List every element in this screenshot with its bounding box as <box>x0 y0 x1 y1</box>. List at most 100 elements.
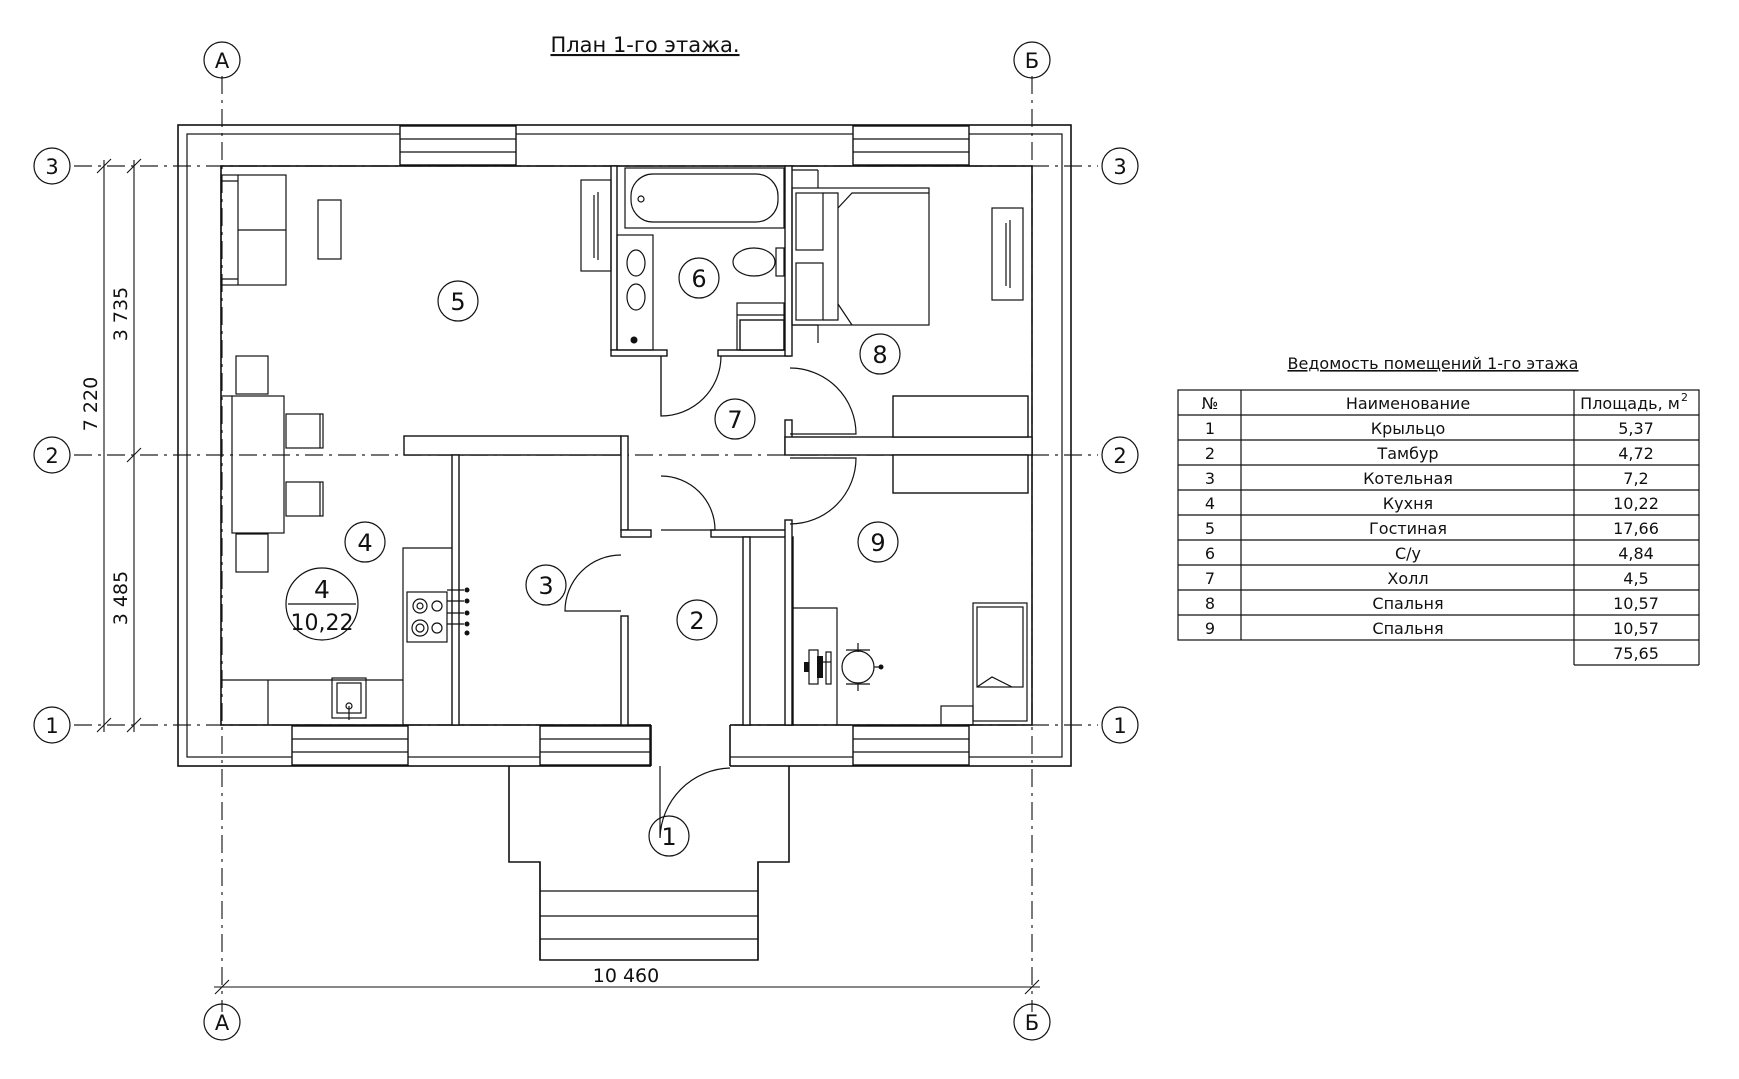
room-label-2: 2 <box>676 599 718 641</box>
dimension-lines <box>96 158 1040 995</box>
svg-text:2: 2 <box>1113 444 1126 468</box>
axis-bubble-1-right: 1 <box>1101 706 1139 744</box>
svg-text:Тамбур: Тамбур <box>1376 444 1438 463</box>
tv-unit-living-icon <box>580 179 612 272</box>
svg-text:3: 3 <box>45 155 58 179</box>
svg-text:4: 4 <box>1205 494 1215 513</box>
svg-text:6: 6 <box>1205 544 1215 563</box>
coffee-table-icon <box>317 199 342 260</box>
svg-text:7,2: 7,2 <box>1623 469 1648 488</box>
schedule-header-num: № <box>1202 394 1219 413</box>
svg-text:9: 9 <box>1205 619 1215 638</box>
svg-text:Кухня: Кухня <box>1383 494 1433 513</box>
svg-text:1: 1 <box>1205 419 1215 438</box>
office-chair-icon <box>841 643 884 691</box>
svg-text:4: 4 <box>357 529 372 557</box>
svg-text:10,57: 10,57 <box>1613 619 1659 638</box>
axis-bubble-1-left: 1 <box>33 706 71 744</box>
room-label-3: 3 <box>525 564 567 606</box>
svg-text:8: 8 <box>872 341 887 369</box>
svg-text:С/у: С/у <box>1395 544 1421 563</box>
svg-text:1: 1 <box>661 823 676 851</box>
schedule-table: № Наименование Площадь, м 2 1 Крыльцо 5,… <box>1177 389 1700 666</box>
room-label-8: 8 <box>859 333 901 375</box>
schedule-header-area: Площадь, м <box>1580 394 1680 413</box>
room-label-4: 4 <box>344 521 386 563</box>
svg-text:1: 1 <box>1113 714 1126 738</box>
svg-text:10,57: 10,57 <box>1613 594 1659 613</box>
svg-text:5: 5 <box>450 288 465 316</box>
svg-text:10,22: 10,22 <box>1613 494 1659 513</box>
grid-axes <box>74 76 1098 1012</box>
double-bed-icon <box>791 169 930 343</box>
svg-text:Спальня: Спальня <box>1372 594 1443 613</box>
room-label-6: 6 <box>678 257 720 299</box>
svg-text:4,72: 4,72 <box>1618 444 1654 463</box>
svg-text:5,37: 5,37 <box>1618 419 1654 438</box>
schedule-header-area-sup: 2 <box>1681 391 1688 404</box>
axis-bubble-b-top: Б <box>1013 41 1051 79</box>
dimension-lower-section: 3 485 <box>110 571 132 625</box>
svg-text:3: 3 <box>538 572 553 600</box>
stove-icon <box>406 587 470 643</box>
svg-text:Гостиная: Гостиная <box>1369 519 1447 538</box>
svg-text:А: А <box>215 1011 230 1035</box>
axis-bubbles: А Б А Б 3 2 1 3 2 1 <box>33 41 1139 1041</box>
svg-text:Крыльцо: Крыльцо <box>1371 419 1445 438</box>
axis-bubble-a-top: А <box>203 41 241 79</box>
svg-text:10,22: 10,22 <box>291 611 354 636</box>
svg-text:4,84: 4,84 <box>1618 544 1654 563</box>
kitchen-sink-icon <box>331 677 367 720</box>
furniture <box>220 167 1028 726</box>
dimension-upper-section: 3 735 <box>110 287 132 341</box>
svg-text:Б: Б <box>1025 1011 1039 1035</box>
svg-text:6: 6 <box>691 265 706 293</box>
porch <box>508 766 790 961</box>
svg-text:А: А <box>215 49 230 73</box>
room-area-tag: 4 10,22 <box>285 567 359 641</box>
bottom-windows <box>291 725 970 766</box>
svg-text:Б: Б <box>1025 49 1039 73</box>
svg-text:2: 2 <box>689 607 704 635</box>
svg-text:2: 2 <box>45 444 58 468</box>
kitchen-counter-icon <box>221 547 452 725</box>
room-label-1: 1 <box>648 815 690 857</box>
svg-text:9: 9 <box>870 529 885 557</box>
room-labels: 1 2 3 4 5 6 7 8 9 <box>344 257 901 857</box>
schedule-title: Ведомость помещений 1-го этажа <box>1288 354 1579 373</box>
room-label-5: 5 <box>437 280 479 322</box>
bathroom-vanity-icon <box>616 234 654 351</box>
single-bed-icon <box>940 602 1028 726</box>
tv-unit-bedroom-icon <box>991 207 1024 301</box>
toilet-icon <box>732 247 785 277</box>
svg-text:5: 5 <box>1205 519 1215 538</box>
door-swings <box>564 355 857 839</box>
bathroom-cabinet-icon <box>736 302 785 351</box>
svg-text:1: 1 <box>45 714 58 738</box>
room-label-9: 9 <box>857 521 899 563</box>
top-windows <box>399 125 970 166</box>
svg-text:8: 8 <box>1205 594 1215 613</box>
axis-bubble-a-bottom: А <box>203 1003 241 1041</box>
bathtub-icon <box>624 167 785 229</box>
svg-text:7: 7 <box>1205 569 1215 588</box>
desk-icon <box>793 607 838 725</box>
dimension-total-height: 7 220 <box>80 377 102 431</box>
plan-title: План 1-го этажа. <box>550 33 739 57</box>
svg-text:4,5: 4,5 <box>1623 569 1648 588</box>
svg-text:3: 3 <box>1113 155 1126 179</box>
axis-bubble-3-right: 3 <box>1101 147 1139 185</box>
axis-bubble-b-bottom: Б <box>1013 1003 1051 1041</box>
dimension-total-width: 10 460 <box>593 965 659 987</box>
schedule-total: 75,65 <box>1613 644 1659 663</box>
svg-text:17,66: 17,66 <box>1613 519 1659 538</box>
room-label-7: 7 <box>714 398 756 440</box>
svg-text:4: 4 <box>314 575 330 604</box>
svg-text:7: 7 <box>727 406 742 434</box>
sofa-icon <box>220 174 287 286</box>
svg-text:2: 2 <box>1205 444 1215 463</box>
computer-icon <box>804 649 832 685</box>
svg-text:Котельная: Котельная <box>1363 469 1453 488</box>
axis-bubble-2-left: 2 <box>33 436 71 474</box>
